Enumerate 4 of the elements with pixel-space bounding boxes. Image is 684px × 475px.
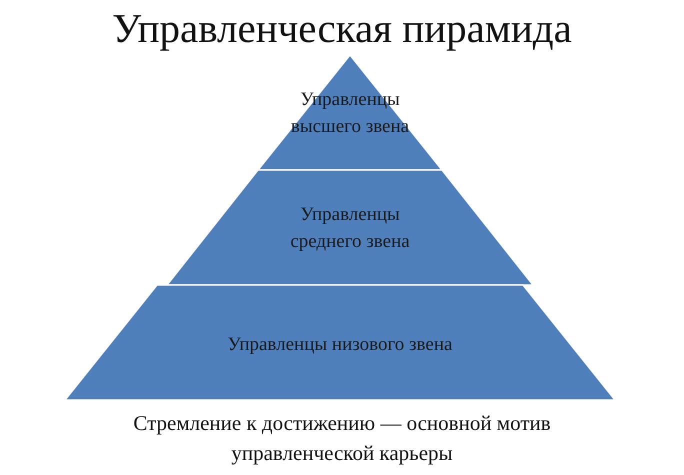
caption: Стремление к достижению — основной мотив управленческой карьеры: [132, 410, 552, 467]
tier-label: Управленцы среднего звена: [289, 203, 411, 254]
tier-label: Управленцы низового звена: [226, 333, 454, 357]
title: Управленческая пирамида: [111, 4, 573, 52]
